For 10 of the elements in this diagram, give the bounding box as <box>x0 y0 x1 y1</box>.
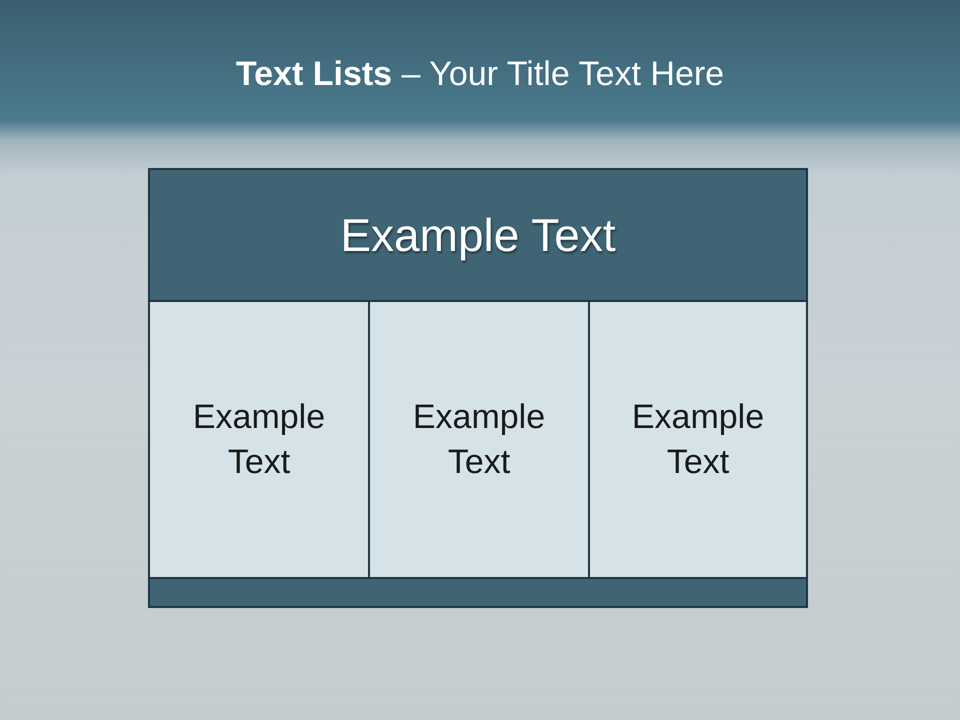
content-panel <box>148 300 370 579</box>
header-text: Example Text <box>340 208 616 263</box>
header-band <box>148 168 808 302</box>
content-panel <box>588 300 808 579</box>
content-panel <box>368 300 590 579</box>
panel-text: Example Text <box>192 396 326 482</box>
panel-text: Example Text <box>412 396 546 482</box>
slide-title: Text Lists – Your Title Text Here <box>234 54 726 95</box>
panel-text: Example Text <box>630 396 766 482</box>
footer-bar <box>148 577 808 608</box>
